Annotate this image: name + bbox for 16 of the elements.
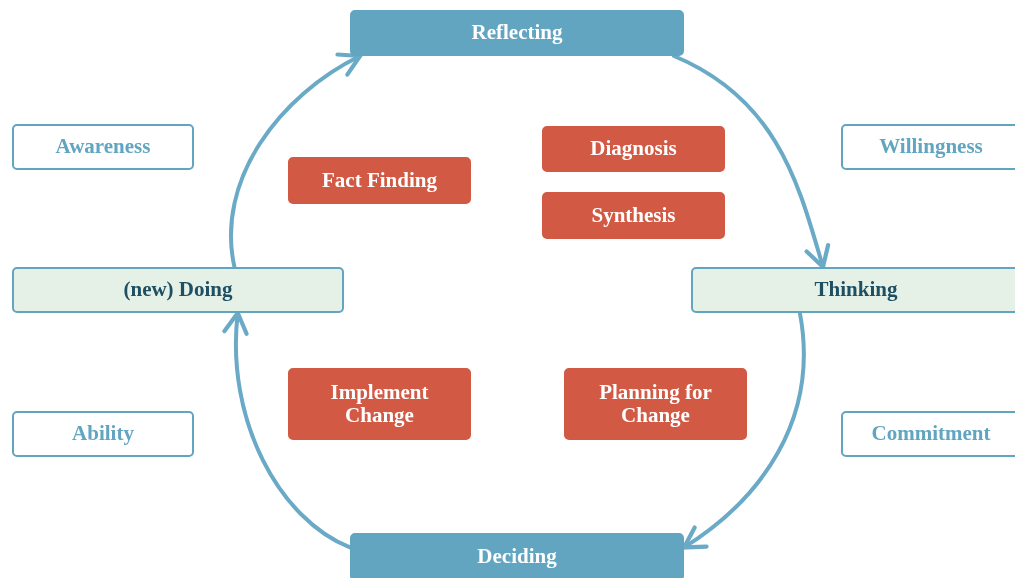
attribute-box: Willingness	[841, 124, 1015, 170]
attribute-box: Awareness	[12, 124, 194, 170]
curved-arrow	[229, 53, 363, 269]
stage-box: Deciding	[350, 533, 684, 578]
attribute-box: Commitment	[841, 411, 1015, 457]
activity-box: Diagnosis	[542, 126, 725, 172]
curved-arrow	[223, 310, 352, 550]
activity-box: Synthesis	[542, 192, 725, 239]
attribute-box: Ability	[12, 411, 194, 457]
curved-arrow	[672, 54, 831, 270]
activity-box: Implement Change	[288, 368, 471, 440]
stage-box: (new) Doing	[12, 267, 344, 313]
stage-box: Reflecting	[350, 10, 684, 56]
activity-box: Planning for Change	[564, 368, 747, 440]
activity-box: Fact Finding	[288, 157, 471, 204]
stage-box: Thinking	[691, 267, 1015, 313]
